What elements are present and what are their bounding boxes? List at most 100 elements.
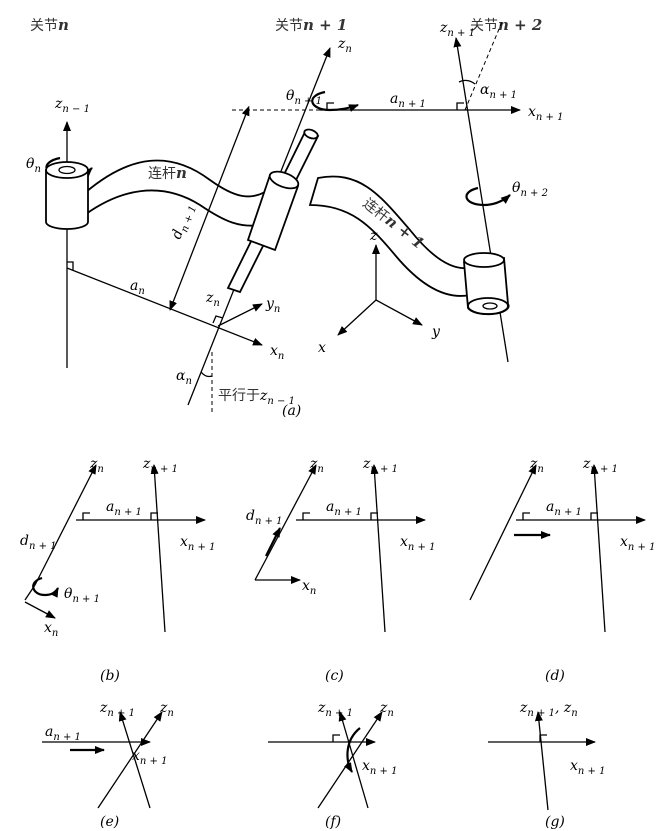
- label-z-n1: zn + 1: [317, 700, 353, 719]
- caption-a: (a): [282, 403, 301, 419]
- world-axis-y: [375, 299, 423, 326]
- label-x-n: xn: [302, 578, 316, 597]
- rotation-arrow-icon: [32, 576, 59, 598]
- axis-z-n: [254, 464, 317, 581]
- label-z-n1: zn + 1: [142, 456, 178, 475]
- axis-z-n: [34, 464, 97, 586]
- label-a-n1: an + 1: [390, 91, 426, 110]
- link-n1-body: [308, 175, 471, 297]
- label-x-n1: xn + 1: [362, 758, 397, 777]
- angle-arc: [200, 371, 213, 378]
- panel-f: zn + 1 zn xn + 1 (f): [268, 700, 397, 830]
- axis-z-n1: [370, 464, 386, 633]
- panel-c: zn zn + 1 an + 1 xn + 1 dn + 1 xn (c): [246, 456, 435, 684]
- label-z-n1: zn + 1: [439, 20, 475, 39]
- label-z-n: zn: [159, 700, 174, 719]
- axis-line: [24, 584, 36, 601]
- label-z-n1: zn + 1: [362, 456, 398, 475]
- axis-x-n: [66, 267, 263, 346]
- dashed-parallel-line: [464, 21, 503, 111]
- label-x-n1: xn + 1: [132, 748, 167, 767]
- joint-n-title: 关节n: [30, 16, 69, 34]
- world-axis-x: [337, 299, 377, 336]
- label-theta-n2: θn + 2: [512, 180, 548, 199]
- joint-n-cylinder: [45, 169, 89, 230]
- world-label-x: x: [318, 340, 326, 356]
- label-z-n1-z-n: zn + 1, zn: [519, 700, 578, 719]
- label-z-n-origin: zn: [205, 290, 220, 309]
- joint-n1-title: 关节n + 1: [275, 16, 347, 34]
- label-x-n1: xn + 1: [180, 534, 215, 553]
- world-label-y: y: [431, 324, 441, 340]
- caption-c: (c): [325, 668, 344, 684]
- label-theta-n1: θn + 1: [286, 88, 322, 107]
- right-angle-mark: [150, 512, 158, 520]
- label-a-n: an: [130, 278, 145, 297]
- axis-z-n1-z-n: [534, 711, 549, 811]
- angle-arc: [458, 79, 476, 85]
- right-angle-mark: [590, 512, 598, 520]
- label-z-n1: zn + 1: [582, 456, 618, 475]
- right-angle-mark: [302, 512, 310, 520]
- panel-g: zn + 1, zn xn + 1 (g): [488, 700, 605, 830]
- label-x-n1: xn + 1: [620, 534, 655, 553]
- joint-n2-cylinder-top: [463, 252, 505, 268]
- axis-z-n: [97, 711, 163, 809]
- panel-d: zn zn + 1 an + 1 xn + 1 (d): [469, 456, 655, 684]
- panel-b: zn zn + 1 an + 1 xn + 1 dn + 1 θn + 1 xn…: [20, 456, 215, 684]
- right-angle-mark: [82, 512, 90, 520]
- joint-n2-title: 关节n + 2: [470, 16, 542, 34]
- panel-e: zn + 1 zn an + 1 xn + 1 (e): [42, 700, 174, 830]
- label-z-n1: zn + 1: [99, 700, 135, 719]
- label-z-n: zn: [379, 700, 394, 719]
- rotation-arrow-icon: [465, 186, 511, 207]
- label-x-n1: xn + 1: [400, 534, 435, 553]
- caption-e: (e): [100, 814, 119, 830]
- label-x-n1: xn + 1: [570, 758, 605, 777]
- right-angle-mark: [212, 315, 224, 324]
- label-d-n1: dn + 1: [246, 508, 283, 527]
- label-a-n1: an + 1: [106, 499, 142, 518]
- right-angle-mark: [67, 261, 74, 270]
- axis-z-n1: [590, 464, 606, 633]
- caption-d: (d): [545, 668, 565, 684]
- right-angle-mark: [332, 734, 340, 742]
- label-x-n: xn: [270, 343, 284, 362]
- right-angle-mark: [326, 102, 334, 110]
- joint-n1-cylinder-top: [268, 170, 300, 190]
- rotation-arrow-icon: [344, 727, 361, 773]
- label-x-n1: xn + 1: [528, 104, 563, 123]
- caption-b: (b): [100, 668, 120, 684]
- link-n-label: 连杆n: [148, 164, 187, 182]
- label-theta-n: θn: [26, 156, 41, 175]
- axis-z-n1: [338, 711, 369, 809]
- right-angle-mark: [456, 102, 464, 110]
- axis-z-n1: [118, 711, 151, 809]
- label-z-n-minus-1: zn − 1: [54, 96, 90, 115]
- dimension-d-n1: [169, 105, 250, 311]
- label-d-n1: dn + 1: [169, 202, 199, 243]
- axis-z-n: [469, 464, 537, 601]
- label-alpha-n1: αn + 1: [480, 82, 517, 101]
- caption-g: (g): [545, 814, 565, 830]
- joint-n2-cylinder-bottom: [467, 297, 509, 315]
- axis-y-n: [217, 303, 263, 327]
- label-theta-n1: θn + 1: [64, 586, 100, 605]
- right-angle-mark: [370, 512, 378, 520]
- label-a-n1: an + 1: [546, 499, 582, 518]
- axis-x-n: [24, 601, 56, 619]
- label-a-n1: an + 1: [326, 499, 362, 518]
- label-y-n: yn: [265, 296, 280, 315]
- right-angle-mark: [522, 512, 530, 520]
- joint-n2-bore: [482, 302, 498, 310]
- axis-z-n1: [150, 464, 166, 633]
- label-a-n1: an + 1: [45, 724, 81, 743]
- label-alpha-n: αn: [176, 368, 192, 387]
- rod-end: [303, 128, 319, 140]
- joint-n-cylinder-top: [45, 161, 89, 179]
- label-x-n: xn: [44, 620, 58, 639]
- translation-arrow-icon: [265, 527, 281, 557]
- axis-z-n: [317, 711, 383, 809]
- label-d-n1: dn + 1: [20, 533, 57, 552]
